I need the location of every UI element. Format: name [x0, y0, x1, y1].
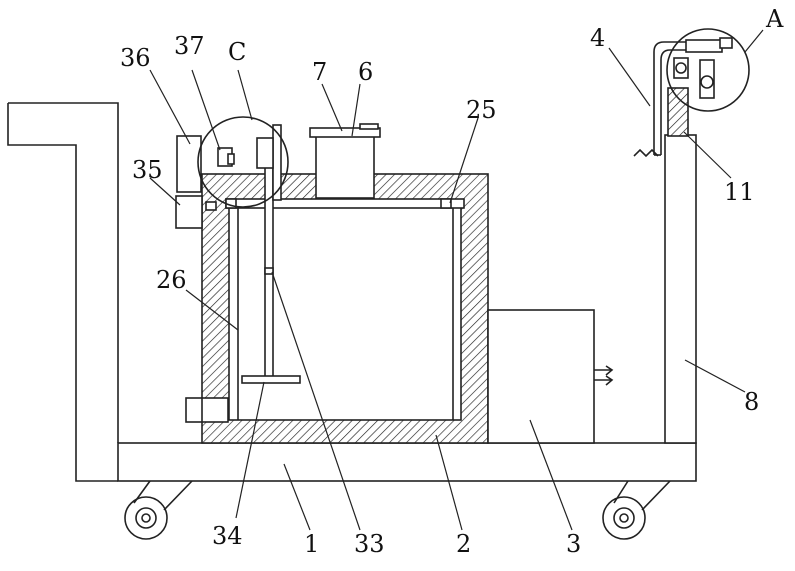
label-8: 8: [744, 388, 759, 416]
tank-interior: [229, 200, 461, 420]
label-2: 2: [456, 530, 471, 558]
label-3: 3: [566, 530, 581, 558]
label-7: 7: [312, 58, 327, 86]
right-wheel: [603, 481, 670, 539]
support-column: [665, 135, 696, 443]
stirring-shaft: [265, 145, 273, 380]
label-a: A: [765, 5, 784, 33]
push-handle: [8, 103, 118, 481]
left-wheel: [125, 481, 192, 539]
base-platform: [118, 443, 696, 481]
slider-block: [668, 88, 688, 136]
label-36: 36: [120, 44, 151, 72]
label-1: 1: [304, 530, 319, 558]
label-35: 35: [132, 156, 163, 184]
control-box-35: [176, 196, 202, 228]
label-34: 34: [212, 522, 243, 550]
feed-hopper: [316, 136, 374, 198]
label-33: 33: [354, 530, 385, 558]
label-4: 4: [590, 24, 605, 52]
label-26: 26: [156, 266, 187, 294]
stirring-blade: [242, 376, 300, 383]
outlet-pipe: [594, 366, 612, 385]
label-6: 6: [358, 58, 373, 86]
label-11: 11: [724, 178, 755, 206]
label-c: C: [228, 38, 246, 66]
label-37: 37: [174, 32, 205, 60]
side-box: [488, 310, 594, 443]
label-25: 25: [466, 96, 497, 124]
lower-bracket: [186, 398, 228, 422]
